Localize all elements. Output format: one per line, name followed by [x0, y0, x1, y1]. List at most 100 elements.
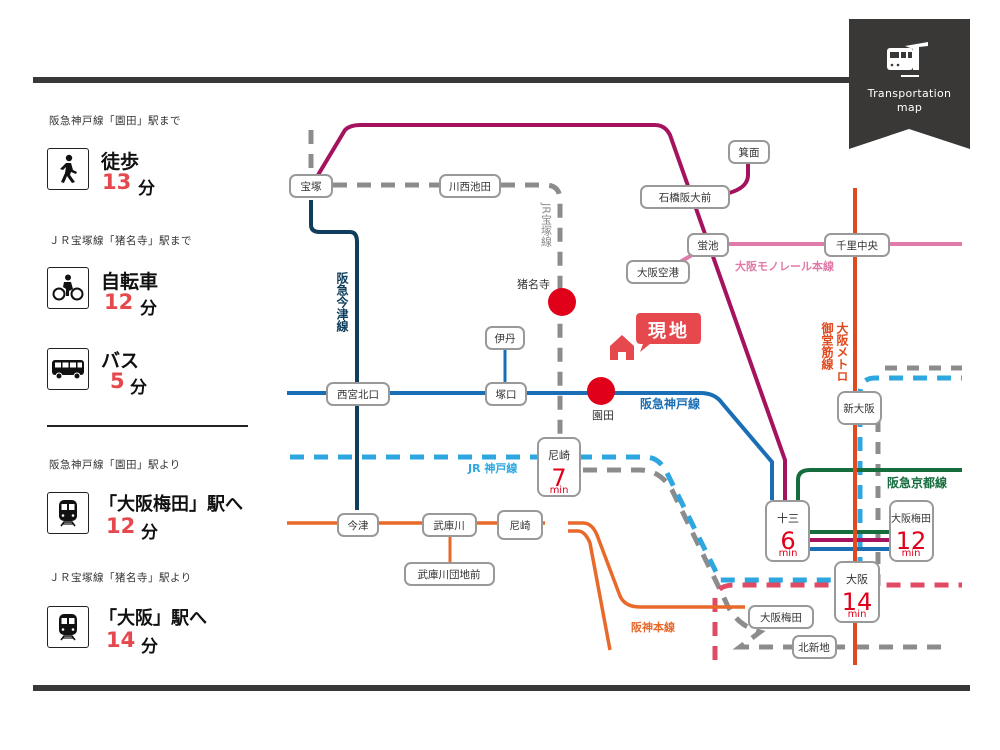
inadera-station-dot — [548, 288, 576, 316]
osaka-loop-line — [712, 582, 962, 660]
station-osaka-umeda-hanshin: 大阪梅田 — [748, 605, 814, 629]
sonoda-station-dot — [587, 377, 615, 405]
station-mukogawa: 武庫川 — [422, 513, 477, 537]
train-front-icon — [47, 606, 89, 648]
hankyu-kyoto-line — [796, 468, 962, 500]
osaka-umeda-time: 12 — [896, 527, 927, 555]
svg-text:蛍池: 蛍池 — [698, 239, 719, 252]
walk-time: 13 — [102, 170, 132, 194]
svg-text:武庫川: 武庫川 — [433, 519, 465, 532]
umeda-time: 12 — [106, 514, 136, 538]
umeda-caption: 阪急神戸線「園田」駅より — [49, 459, 181, 471]
label-midosuji-1: 大阪メトロ — [835, 321, 849, 382]
station-ishibashi: 石橋阪大前 — [640, 185, 730, 209]
osaka-time: 14 — [842, 588, 873, 616]
bus-time: 5 — [110, 369, 125, 393]
badge-subtitle: map — [896, 101, 923, 114]
train-front-icon — [47, 492, 89, 534]
svg-text:大阪空港: 大阪空港 — [637, 266, 679, 279]
svg-text:西宮北口: 西宮北口 — [337, 388, 379, 401]
hanshin-line-2 — [568, 529, 612, 651]
label-jr-takarazuka: JR宝塚線 — [540, 202, 553, 247]
umeda-destination: 「大阪梅田」駅へ — [99, 494, 243, 515]
svg-text:塚口: 塚口 — [496, 389, 517, 401]
svg-text:十三: 十三 — [777, 511, 799, 525]
section-divider — [47, 425, 248, 427]
bicycle-icon — [47, 267, 89, 309]
label-hanshin: 阪神本線 — [631, 620, 675, 634]
label-sonoda: 園田 — [592, 409, 614, 422]
station-kitashinchi: 北新地 — [792, 635, 837, 659]
svg-text:大阪梅田: 大阪梅田 — [760, 611, 802, 624]
train-icon — [887, 42, 928, 77]
station-osaka: 大阪 14 min — [834, 561, 880, 623]
bike-unit: 分 — [140, 299, 157, 319]
label-monorail: 大阪モノレール本線 — [735, 259, 834, 273]
svg-text:min: min — [848, 609, 867, 620]
station-shin-osaka: 新大阪 — [837, 391, 882, 425]
station-minoh: 箕面 — [728, 140, 770, 164]
osaka-caption: ＪＲ宝塚線「猪名寺」駅より — [49, 572, 192, 584]
label-midosuji-2: 御堂筋線 — [820, 321, 834, 371]
osaka-destination: 「大阪」駅へ — [99, 608, 207, 629]
current-location-label: 現地 — [648, 320, 690, 342]
bike-time: 12 — [104, 290, 134, 314]
bus-mode: バス — [101, 350, 140, 372]
top-rule — [33, 77, 850, 83]
station-tsukaguchi: 塚口 — [485, 382, 527, 406]
svg-text:千里中央: 千里中央 — [836, 239, 878, 252]
transportation-map-badge: Transportation map — [849, 19, 970, 149]
station-senri-chuo: 千里中央 — [824, 233, 890, 257]
house-icon — [610, 335, 634, 360]
walk-unit: 分 — [138, 179, 155, 199]
svg-text:川西池田: 川西池田 — [449, 180, 491, 193]
label-hankyu-imazu: 阪急今津線 — [335, 272, 349, 333]
walking-person-icon — [47, 148, 89, 190]
amagasaki-time: 7 — [551, 464, 566, 492]
jr-takarazuka-line — [308, 130, 950, 650]
svg-text:新大阪: 新大阪 — [843, 402, 875, 415]
bus-unit: 分 — [130, 378, 147, 398]
station-kawanishi: 川西池田 — [439, 174, 501, 198]
jr-kobe-line — [290, 454, 855, 583]
label-inadera: 猪名寺 — [517, 277, 550, 291]
label-hankyu-kobe: 阪急神戸線 — [640, 396, 700, 411]
svg-text:北新地: 北新地 — [798, 641, 830, 654]
osaka-time: 14 — [106, 628, 136, 652]
station-nishinomiya: 西宮北口 — [326, 382, 390, 406]
walk-caption: 阪急神戸線「園田」駅まで — [49, 115, 181, 127]
current-location-marker: 現地 — [610, 313, 701, 360]
svg-text:箕面: 箕面 — [739, 146, 760, 159]
line-labels: 阪急今津線 JR宝塚線 阪急神戸線 JR 神戸線 阪神本線 大阪モノレール本線 … — [335, 202, 947, 634]
walk-mode: 徒歩 — [101, 151, 140, 173]
svg-text:伊丹: 伊丹 — [495, 333, 516, 345]
station-imazu: 今津 — [337, 513, 379, 537]
svg-text:min: min — [550, 485, 569, 496]
svg-text:大阪梅田: 大阪梅田 — [891, 512, 931, 525]
bottom-rule — [33, 685, 970, 691]
svg-text:今津: 今津 — [348, 519, 369, 532]
station-amagasaki-hanshin: 尼崎 — [497, 510, 543, 540]
station-juso: 十三 6 min — [765, 500, 810, 562]
jr-kyoto-grey — [875, 365, 962, 590]
svg-text:大阪: 大阪 — [846, 572, 868, 586]
juso-time: 6 — [780, 527, 795, 555]
station-hotarugaike: 蛍池 — [687, 233, 729, 257]
hankyu-imazu-line — [309, 200, 359, 510]
svg-text:尼崎: 尼崎 — [510, 519, 531, 532]
hankyu-takarazuka-line — [316, 123, 787, 500]
osaka-unit: 分 — [141, 637, 158, 657]
svg-text:min: min — [779, 548, 798, 559]
label-jr-kobe: JR 神戸線 — [467, 461, 517, 475]
svg-text:武庫川団地前: 武庫川団地前 — [418, 568, 481, 581]
bus-icon — [47, 348, 89, 390]
hankyu-kobe-line — [287, 391, 774, 500]
station-amagasaki-jr: 尼崎 7 min — [537, 437, 581, 497]
svg-text:宝塚: 宝塚 — [301, 180, 322, 193]
station-osaka-umeda: 大阪梅田 12 min — [889, 500, 934, 562]
station-takarazuka: 宝塚 — [289, 174, 333, 198]
bike-caption: ＪＲ宝塚線「猪名寺」駅まで — [49, 235, 192, 247]
umeda-unit: 分 — [141, 523, 158, 543]
svg-text:min: min — [902, 548, 921, 559]
